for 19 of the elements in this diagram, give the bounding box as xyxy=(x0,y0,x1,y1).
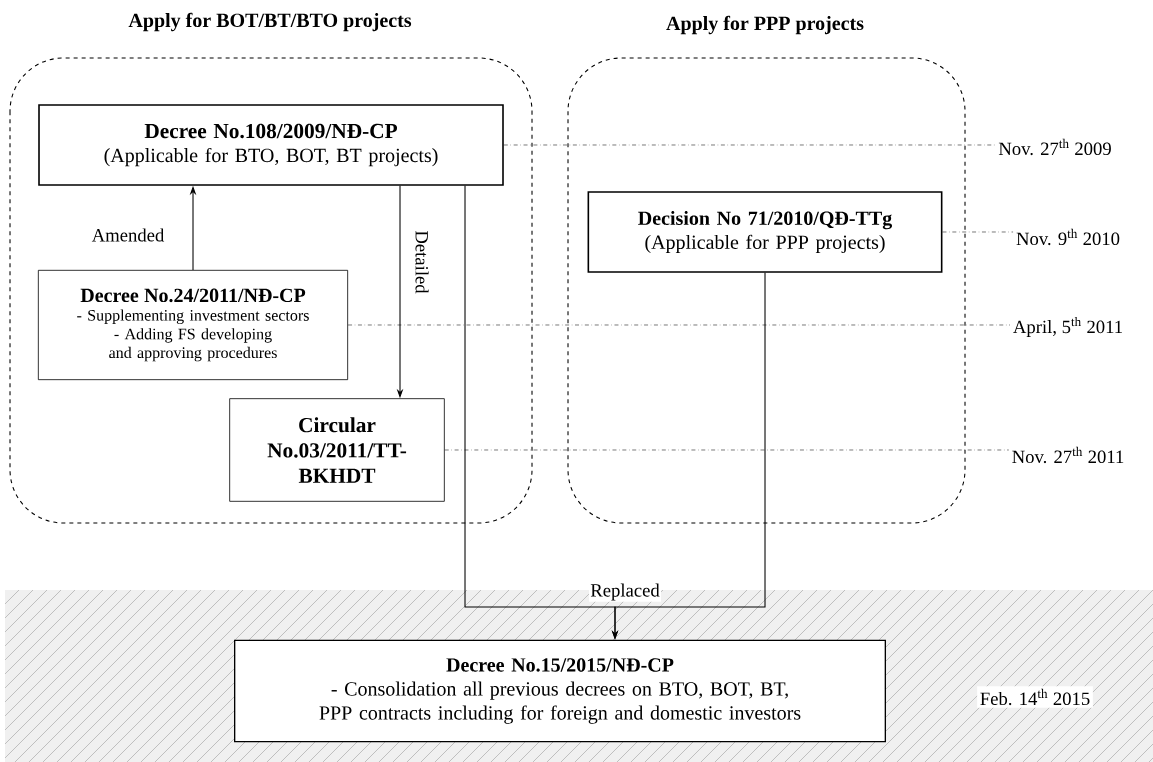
edge-label: Replaced xyxy=(588,582,662,602)
date-label: Nov. 27$^{th}$ 2009 xyxy=(998,138,1111,156)
leader-line xyxy=(444,449,1010,451)
edge-label: Amended xyxy=(90,227,166,243)
date-label: April, 5$^{th}$ 2011 xyxy=(1013,317,1122,337)
document-box: Decree No.108/2009/NĐ-CP (Applicable for BTO, BOT, BT projects) xyxy=(38,104,504,186)
date-label: Nov. 27$^{th}$ 2011 xyxy=(1012,446,1124,464)
date-label: Feb. 14$^{th}$ 2015 xyxy=(977,686,1093,708)
document-box: Decision No 71/2010/QĐ-TTg (Applicable for PPP projects) xyxy=(587,191,943,273)
group-heading: Apply for PPP projects xyxy=(666,15,864,35)
date-label: Nov. 9$^{th}$ 2010 xyxy=(1016,228,1120,246)
document-box: Circular No.03/2011/TT-BKHDT xyxy=(229,398,445,502)
document-box: Decree No.24/2011/NĐ-CP - Supplementing investment sectors - Adding FS developing and approving procedures xyxy=(37,269,349,381)
leader-line xyxy=(503,144,996,146)
edge-label: Detailed xyxy=(414,229,430,295)
leader-line xyxy=(942,231,1014,233)
group-heading: Apply for BOT/BT/BTO projects xyxy=(128,12,412,32)
document-box: Decree No.15/2015/NĐ-CP - Consolidation all previous decrees on BTO, BOT, BT, PPP contracts including for foreign and domestic investors xyxy=(234,639,886,743)
leader-line xyxy=(347,324,1011,326)
